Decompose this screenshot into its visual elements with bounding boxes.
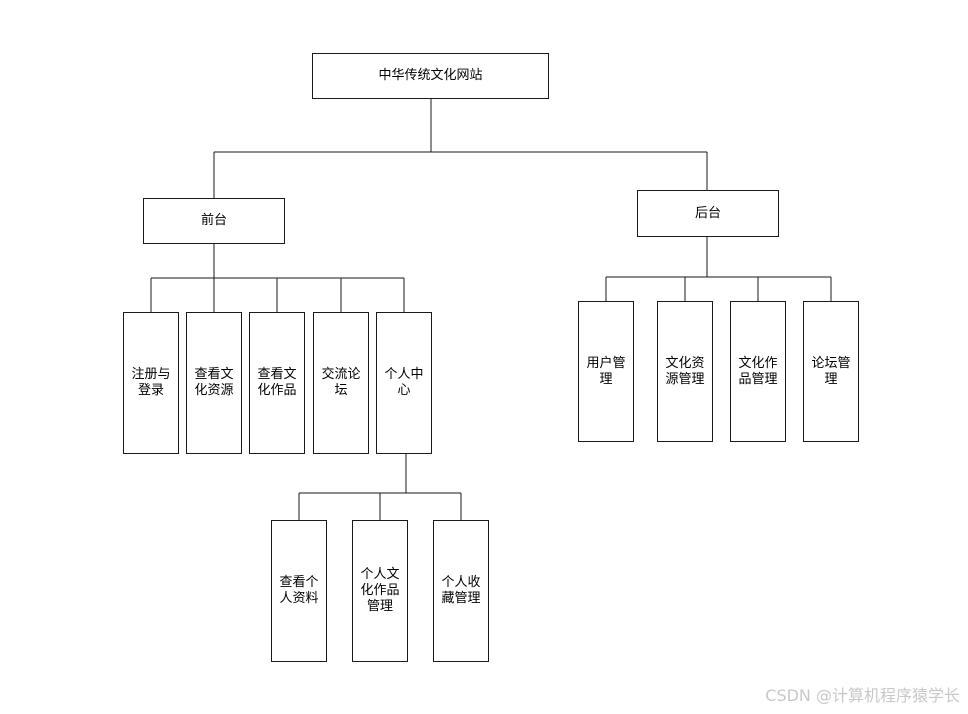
root-node: 中华传统文化网站 bbox=[312, 53, 549, 99]
front-child-register-login: 注册与登录 bbox=[123, 312, 179, 454]
personal-child-works-management: 个人文化作品管理 bbox=[352, 520, 408, 662]
back-child-user-management: 用户管理 bbox=[578, 301, 634, 442]
back-child-forum-management: 论坛管理 bbox=[803, 301, 859, 442]
back-node-label: 后台 bbox=[694, 205, 721, 221]
personal-child-view-profile: 查看个人资料 bbox=[271, 520, 327, 662]
root-node-label: 中华传统文化网站 bbox=[378, 68, 483, 83]
front-node-label: 前台 bbox=[200, 213, 227, 228]
front-child-view-works: 查看文化作品 bbox=[249, 312, 305, 454]
front-child-view-resources: 查看文化资源 bbox=[186, 312, 242, 454]
back-child-label: 论坛管理 bbox=[811, 355, 851, 387]
front-child-label: 查看文化资源 bbox=[194, 367, 234, 398]
personal-child-label: 个人文化作品管理 bbox=[360, 567, 400, 614]
back-child-works-management: 文化作品管理 bbox=[730, 301, 786, 442]
front-child-personal-center: 个人中心 bbox=[376, 312, 432, 454]
personal-child-label: 个人收藏管理 bbox=[441, 575, 481, 606]
back-node: 后台 bbox=[637, 190, 779, 237]
front-child-label: 个人中心 bbox=[384, 367, 424, 398]
front-child-label: 交流论坛 bbox=[321, 367, 361, 398]
back-child-label: 用户管理 bbox=[586, 355, 626, 387]
back-child-label: 文化资源管理 bbox=[665, 355, 705, 387]
back-child-label: 文化作品管理 bbox=[738, 355, 778, 387]
back-child-resource-management: 文化资源管理 bbox=[657, 301, 713, 442]
front-child-label: 查看文化作品 bbox=[257, 367, 297, 398]
front-child-label: 注册与登录 bbox=[131, 367, 171, 398]
front-child-forum: 交流论坛 bbox=[313, 312, 369, 454]
front-node: 前台 bbox=[143, 198, 285, 244]
personal-child-favorites-management: 个人收藏管理 bbox=[433, 520, 489, 662]
watermark: CSDN @计算机程序猿学长 bbox=[765, 686, 960, 705]
personal-child-label: 查看个人资料 bbox=[279, 575, 319, 606]
